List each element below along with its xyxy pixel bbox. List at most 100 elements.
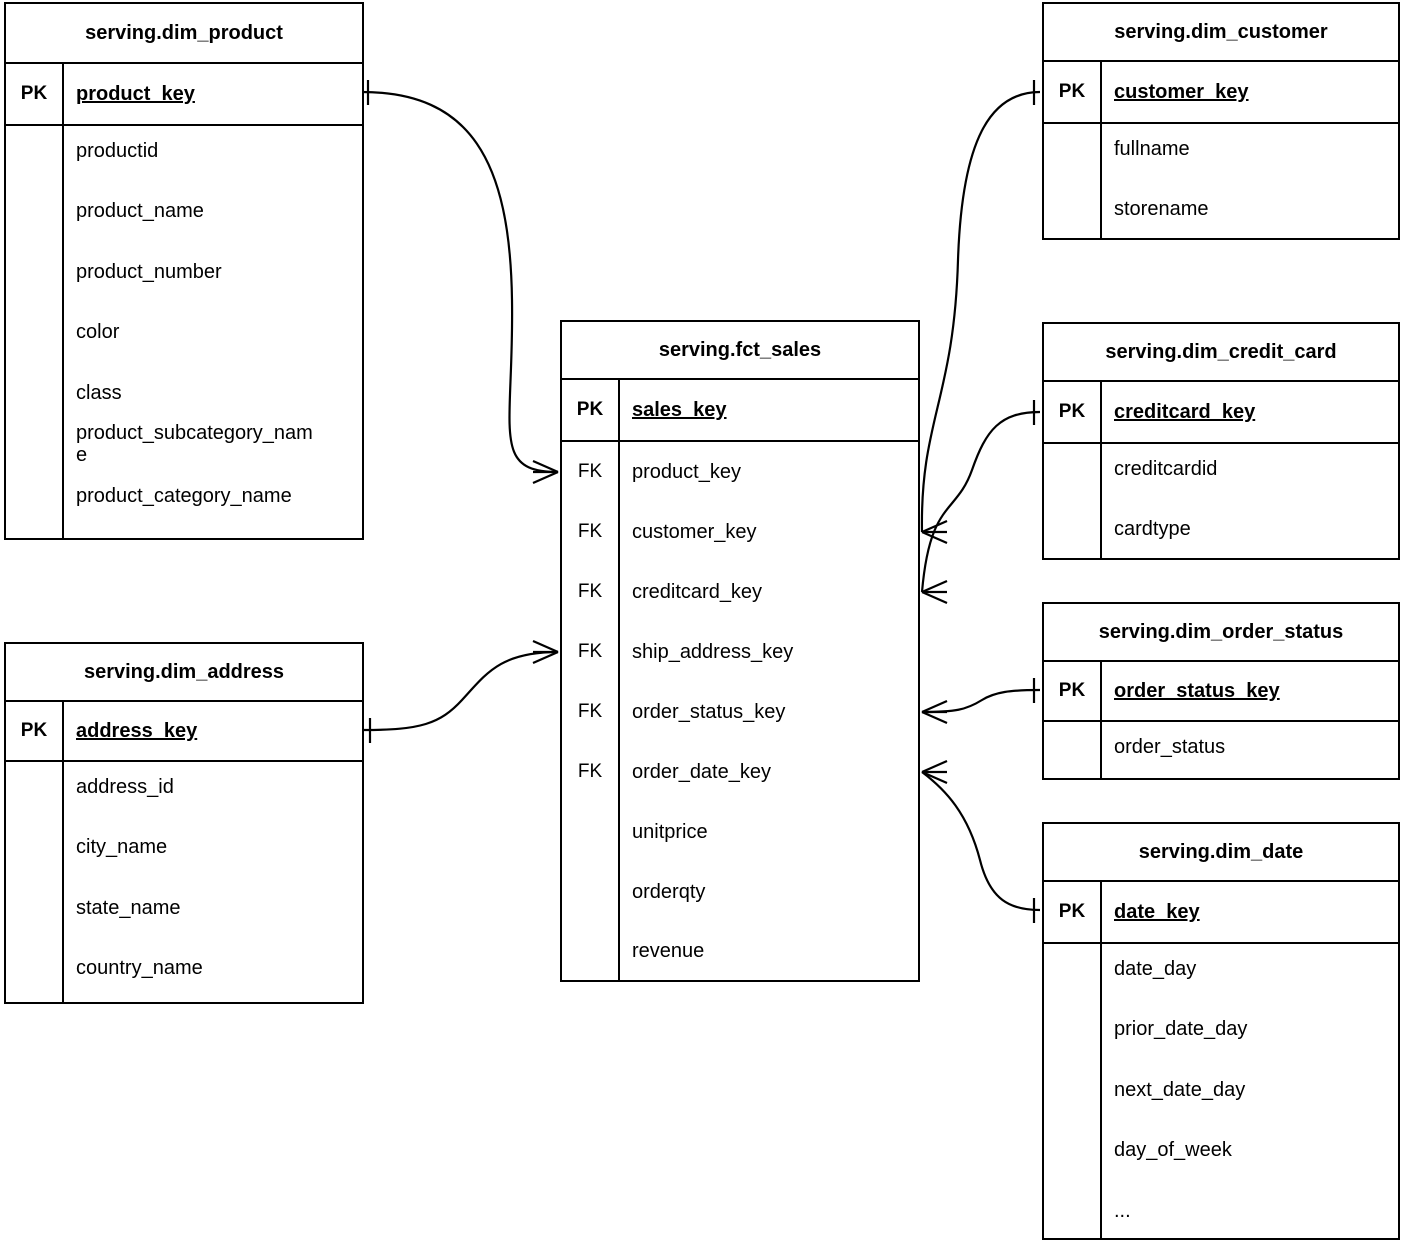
- attributes-dim-product: productid product_name product_number co…: [6, 126, 362, 538]
- attr-product-name: product_name: [76, 200, 204, 223]
- attributes-dim-date: date_day prior_date_day next_date_day da…: [1044, 944, 1398, 1238]
- attr-gutter: [1044, 124, 1102, 238]
- attr-list: productid product_name product_number co…: [64, 126, 362, 538]
- no-marker: [562, 802, 620, 862]
- pk-marker: PK: [6, 702, 64, 760]
- column-row-customer-key[interactable]: FK customer_key: [562, 502, 918, 562]
- column-row-unitprice[interactable]: unitprice: [562, 802, 918, 862]
- attr-order-status: order_status: [1114, 736, 1226, 758]
- entity-dim-address[interactable]: serving.dim_address PK address_key addre…: [4, 642, 364, 1004]
- entity-title-dim-order-status: serving.dim_order_status: [1044, 604, 1398, 662]
- attr-gutter: [1044, 944, 1102, 1238]
- pk-row-fct-sales[interactable]: PK sales_key: [562, 380, 918, 442]
- attr-product-number: product_number: [76, 260, 222, 283]
- entity-title-dim-date: serving.dim_date: [1044, 824, 1398, 882]
- attr-state-name: state_name: [76, 896, 181, 919]
- attr-address-id: address_id: [76, 776, 174, 798]
- pk-marker: PK: [6, 64, 64, 124]
- no-marker: [562, 862, 620, 922]
- pk-field-customer-key: customer_key: [1114, 80, 1249, 103]
- attributes-dim-customer: fullname storename: [1044, 124, 1398, 238]
- pk-row-dim-order-status[interactable]: PK order_status_key: [1044, 662, 1398, 722]
- relationship-address[interactable]: [363, 639, 559, 743]
- field-order-status-key: order_status_key: [632, 700, 786, 723]
- pk-row-dim-credit-card[interactable]: PK creditcard_key: [1044, 382, 1398, 444]
- field-orderqty: orderqty: [632, 880, 706, 903]
- no-marker: [562, 922, 620, 980]
- pk-row-dim-customer[interactable]: PK customer_key: [1044, 62, 1398, 124]
- attr-date-day: date_day: [1114, 958, 1197, 980]
- entity-title-fct-sales: serving.fct_sales: [562, 322, 918, 380]
- attr-ellipsis: ...: [1114, 1199, 1131, 1222]
- pk-marker: PK: [1044, 882, 1102, 942]
- column-row-order-date-key[interactable]: FK order_date_key: [562, 742, 918, 802]
- entity-title-dim-product: serving.dim_product: [6, 4, 362, 64]
- column-row-order-status-key[interactable]: FK order_status_key: [562, 682, 918, 742]
- column-row-ship-address-key[interactable]: FK ship_address_key: [562, 622, 918, 682]
- entity-fct-sales[interactable]: serving.fct_sales PK sales_key FK produc…: [560, 320, 920, 982]
- field-product-key: product_key: [632, 460, 741, 483]
- entity-dim-credit-card[interactable]: serving.dim_credit_card PK creditcard_ke…: [1042, 322, 1400, 560]
- attr-list: date_day prior_date_day next_date_day da…: [1102, 944, 1398, 1238]
- pk-row-dim-product[interactable]: PK product_key: [6, 64, 362, 126]
- attr-gutter: [1044, 444, 1102, 558]
- attr-gutter: [6, 126, 64, 538]
- pk-field-sales-key: sales_key: [632, 398, 727, 421]
- pk-field-product-key: product_key: [76, 82, 195, 105]
- attr-class: class: [76, 381, 122, 404]
- entity-dim-date[interactable]: serving.dim_date PK date_key date_day pr…: [1042, 822, 1400, 1240]
- attr-gutter: [1044, 722, 1102, 778]
- pk-field-creditcard-key: creditcard_key: [1114, 400, 1256, 423]
- attributes-dim-order-status: order_status: [1044, 722, 1398, 778]
- pk-row-dim-address[interactable]: PK address_key: [6, 702, 362, 762]
- relationship-date[interactable]: [921, 759, 1041, 923]
- pk-field-date-key: date_key: [1114, 900, 1200, 923]
- field-creditcard-key: creditcard_key: [632, 580, 763, 603]
- field-revenue: revenue: [632, 939, 705, 962]
- pk-marker: PK: [1044, 382, 1102, 442]
- attr-day-of-week: day_of_week: [1114, 1139, 1232, 1162]
- fk-marker: FK: [562, 622, 620, 682]
- attr-color: color: [76, 321, 120, 344]
- relationship-product[interactable]: [361, 80, 559, 485]
- entity-title-dim-credit-card: serving.dim_credit_card: [1044, 324, 1398, 382]
- pk-field-address-key: address_key: [76, 719, 198, 742]
- attr-country-name: country_name: [76, 957, 203, 980]
- column-row-revenue[interactable]: revenue: [562, 922, 918, 980]
- fk-marker: FK: [562, 502, 620, 562]
- pk-row-dim-date[interactable]: PK date_key: [1044, 882, 1398, 944]
- attr-gutter: [6, 762, 64, 1002]
- fk-marker: FK: [562, 562, 620, 622]
- field-ship-address-key: ship_address_key: [632, 640, 794, 663]
- attr-list: creditcardid cardtype: [1102, 444, 1398, 558]
- entity-dim-customer[interactable]: serving.dim_customer PK customer_key ful…: [1042, 2, 1400, 240]
- entity-title-dim-customer: serving.dim_customer: [1044, 4, 1398, 62]
- attributes-dim-credit-card: creditcardid cardtype: [1044, 444, 1398, 558]
- pk-marker: PK: [1044, 62, 1102, 122]
- fk-marker: FK: [562, 742, 620, 802]
- attr-productid: productid: [76, 140, 159, 162]
- relationship-customer[interactable]: [920, 80, 1041, 545]
- pk-field-order-status-key: order_status_key: [1114, 679, 1280, 702]
- field-unitprice: unitprice: [632, 820, 708, 843]
- column-row-orderqty[interactable]: orderqty: [562, 862, 918, 922]
- field-order-date-key: order_date_key: [632, 760, 771, 783]
- attributes-dim-address: address_id city_name state_name country_…: [6, 762, 362, 1002]
- entity-dim-product[interactable]: serving.dim_product PK product_key produ…: [4, 2, 364, 540]
- fk-marker: FK: [562, 442, 620, 502]
- attr-list: order_status: [1102, 722, 1398, 778]
- column-row-product-key[interactable]: FK product_key: [562, 442, 918, 502]
- attr-next-date-day: next_date_day: [1114, 1078, 1246, 1101]
- column-row-creditcard-key[interactable]: FK creditcard_key: [562, 562, 918, 622]
- entity-dim-order-status[interactable]: serving.dim_order_status PK order_status…: [1042, 602, 1400, 780]
- attr-list: fullname storename: [1102, 124, 1398, 238]
- relationship-creditcard[interactable]: [920, 400, 1041, 605]
- attr-prior-date-day: prior_date_day: [1114, 1018, 1248, 1041]
- fk-marker: FK: [562, 682, 620, 742]
- attr-list: address_id city_name state_name country_…: [64, 762, 362, 1002]
- pk-marker: PK: [1044, 662, 1102, 720]
- relationship-orderstatus[interactable]: [921, 678, 1041, 725]
- attr-product-category-name: product_category_name: [76, 484, 292, 507]
